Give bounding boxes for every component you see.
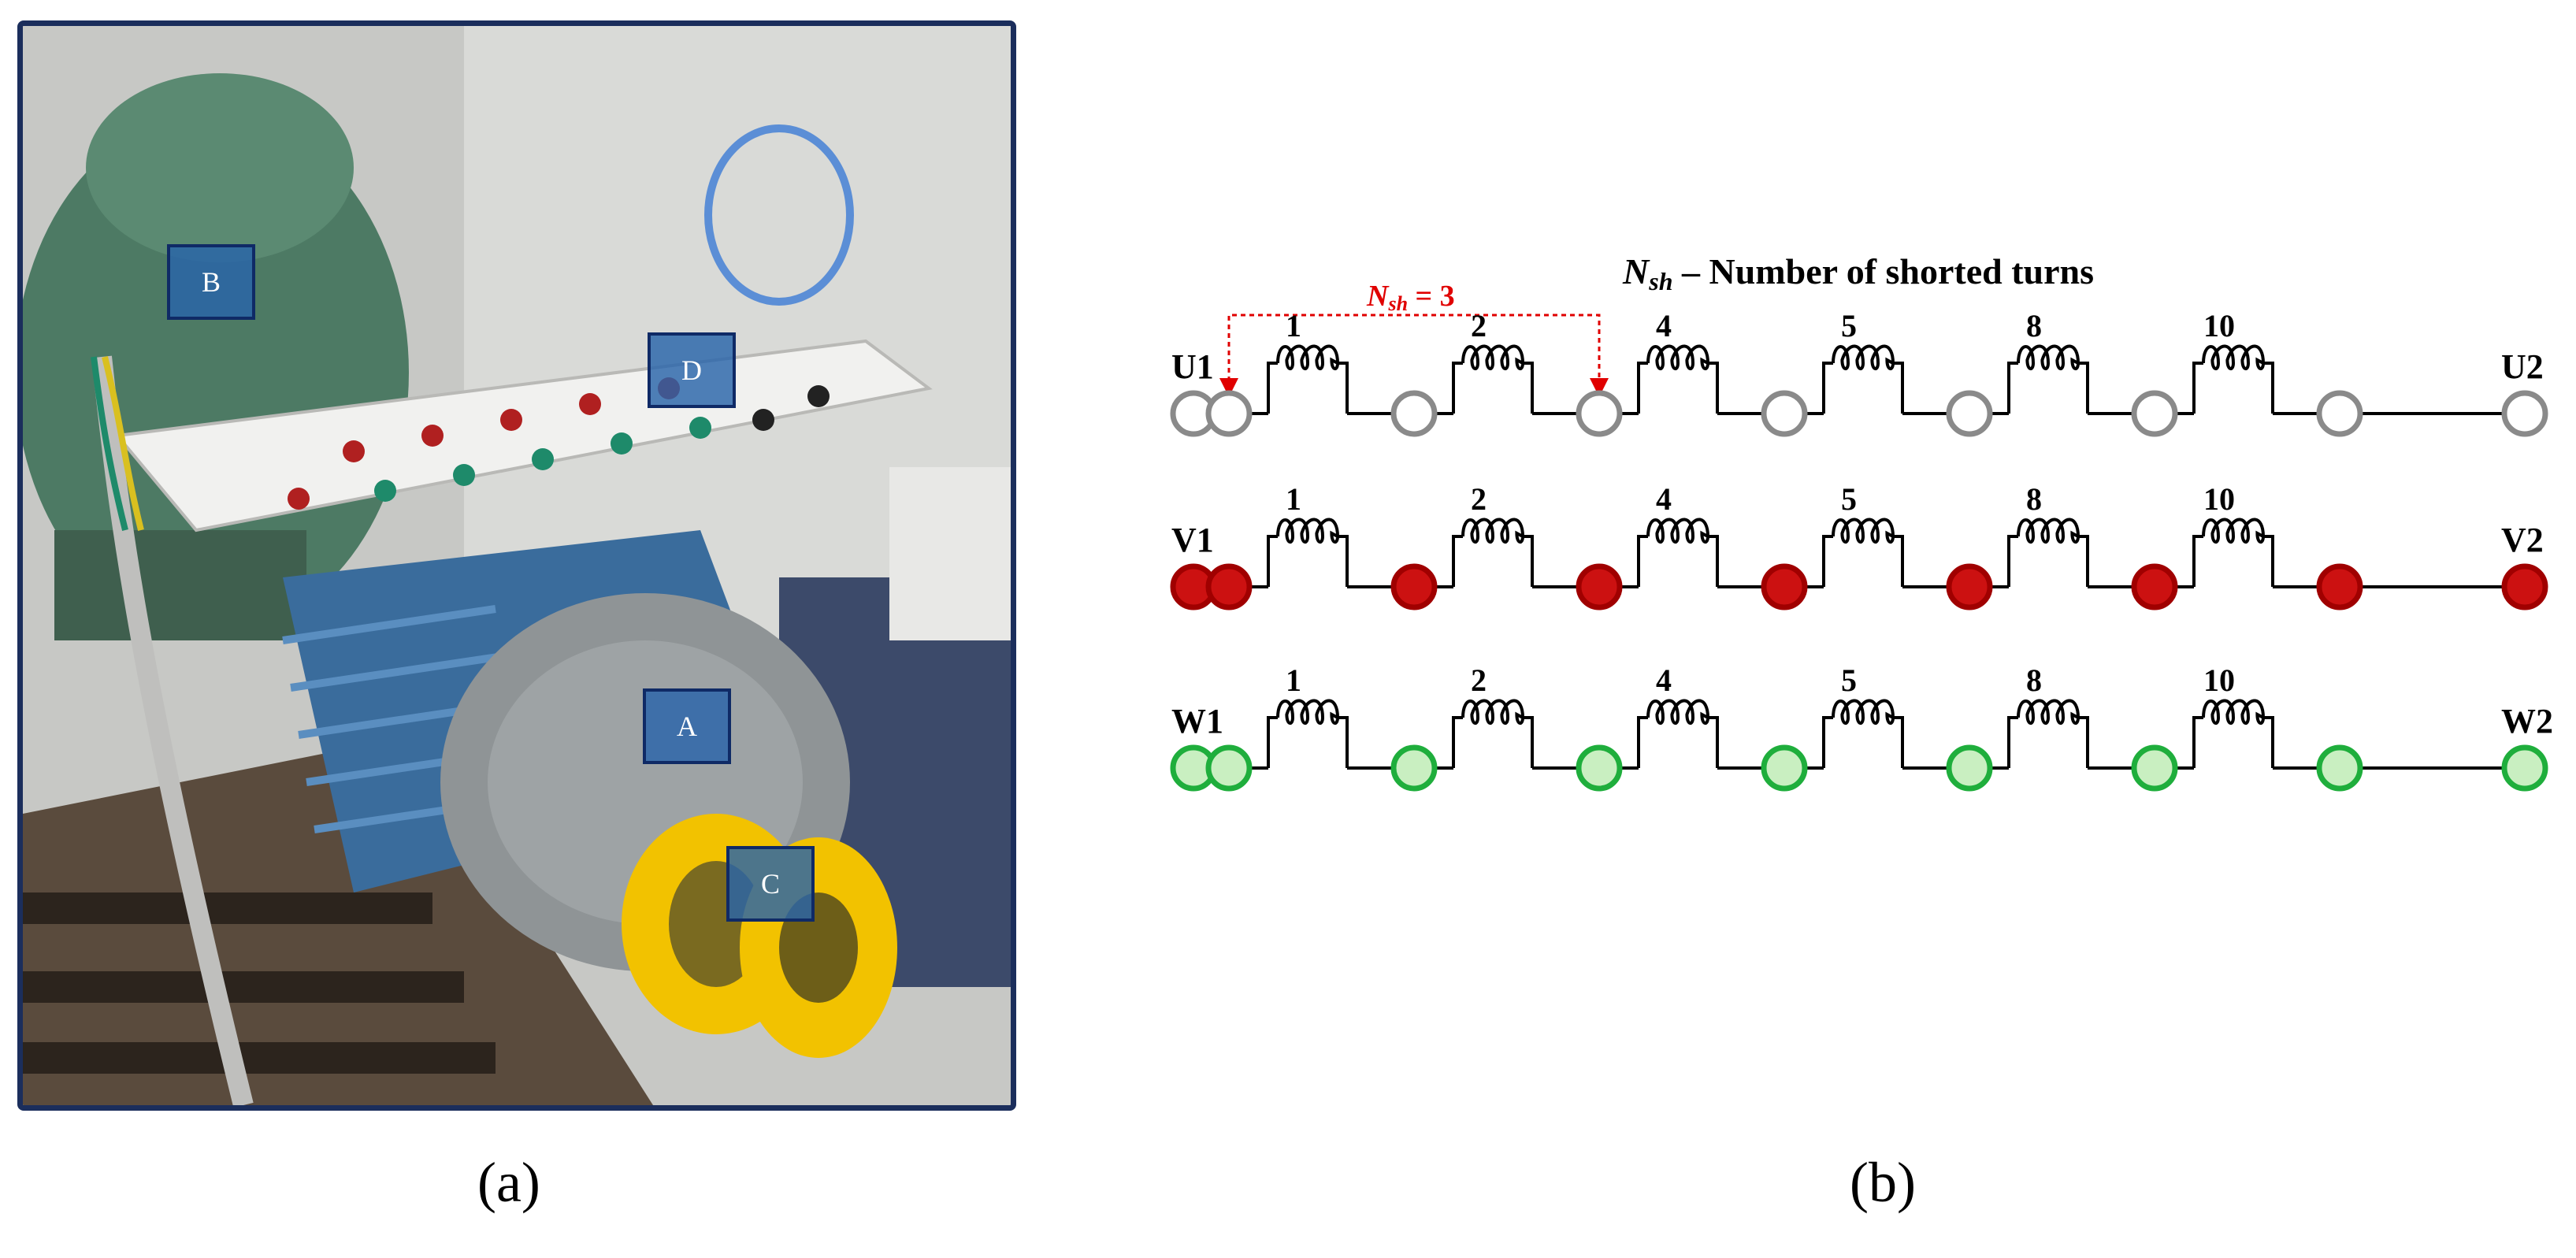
terminal-start-label: W1: [1171, 702, 1223, 740]
photo-marker-d: D: [648, 332, 736, 408]
title-symbol: N: [1622, 251, 1650, 291]
inductor-coil: [1646, 344, 1710, 370]
coil-label: 4: [1656, 308, 1672, 343]
terminal-node: [1761, 744, 1808, 792]
terminal-node: [1946, 390, 1993, 437]
inductor-coil: [1832, 344, 1895, 370]
coil-label: 5: [1841, 308, 1857, 343]
coil-label: 1: [1286, 308, 1301, 343]
terminal-node: [1576, 744, 1623, 792]
terminal-node: [2316, 390, 2363, 437]
terminal-node: [1205, 563, 1253, 610]
inductor-coil: [1646, 699, 1710, 725]
diagram-title: Nsh – Number of shorted turns: [1622, 251, 2094, 295]
terminal-start-label: V1: [1171, 521, 1214, 559]
winding-diagram: Nsh – Number of shorted turns Nsh = 3 1 2…: [1170, 251, 2553, 792]
shorted-bracket: [1227, 314, 1601, 381]
terminal-node: [1761, 390, 1808, 437]
terminal-node: [2316, 563, 2363, 610]
inductor-coil: [2202, 344, 2266, 370]
coil-label: 5: [1841, 662, 1857, 698]
inductor-coil: [1832, 518, 1895, 544]
coil-label: 8: [2026, 481, 2042, 517]
terminal-end-label: V2: [2501, 521, 2544, 559]
svg-text:Nsh – Number of shorted turns: Nsh – Number of shorted turns: [1622, 251, 2094, 295]
motor-photo-illustration: [23, 26, 1011, 1105]
coil-label: 10: [2203, 662, 2235, 698]
coil-label: 8: [2026, 662, 2042, 698]
inductor-coil: [1276, 344, 1340, 370]
title-subscript: sh: [1648, 267, 1672, 295]
photo-marker-c: C: [726, 846, 815, 922]
terminal-end-label: U2: [2501, 347, 2544, 386]
coil-label: 2: [1471, 481, 1487, 517]
coil-label: 1: [1286, 662, 1301, 698]
coil-label: 8: [2026, 308, 2042, 343]
inductor-coil: [1646, 518, 1710, 544]
coil-label: 10: [2203, 481, 2235, 517]
terminal-node: [2501, 744, 2548, 792]
motor-photo: B D A C: [17, 20, 1016, 1111]
shorted-turns-label: Nsh = 3: [1366, 280, 1455, 315]
inductor-coil: [1832, 699, 1895, 725]
terminal-node: [1205, 390, 1253, 437]
inductor-coil: [1276, 699, 1340, 725]
terminal-node: [2501, 563, 2548, 610]
terminal-node: [2131, 390, 2178, 437]
terminal-node: [1205, 744, 1253, 792]
coil-label: 10: [2203, 308, 2235, 343]
inductor-coil: [1461, 699, 1525, 725]
terminal-node: [1576, 390, 1623, 437]
coil-label: 1: [1286, 481, 1301, 517]
inductor-coil: [2017, 699, 2080, 725]
inductor-coil: [2202, 699, 2266, 725]
terminal-node: [1390, 390, 1438, 437]
inductor-coil: [1461, 344, 1525, 370]
title-text: – Number of shorted turns: [1672, 251, 2094, 291]
terminal-node: [2316, 744, 2363, 792]
terminal-node: [1946, 563, 1993, 610]
terminal-node: [1390, 744, 1438, 792]
terminal-start-label: U1: [1171, 347, 1214, 386]
arrow-left: [1219, 378, 1238, 397]
terminal-node: [2131, 563, 2178, 610]
terminal-node: [1946, 744, 1993, 792]
coil-label: 2: [1471, 308, 1487, 343]
inductor-coil: [1461, 518, 1525, 544]
coil-label: 4: [1656, 481, 1672, 517]
arrow-right: [1590, 378, 1609, 397]
terminal-node: [1576, 563, 1623, 610]
inductor-coil: [2017, 344, 2080, 370]
terminal-node: [2501, 390, 2548, 437]
shorted-turns-annotation: Nsh = 3: [1219, 280, 1609, 397]
terminal-node: [2131, 744, 2178, 792]
terminal-end-label: W2: [2501, 702, 2553, 740]
inductor-coil: [1276, 518, 1340, 544]
caption-b: (b): [1850, 1151, 1916, 1214]
photo-marker-a: A: [643, 688, 731, 764]
photo-marker-b: B: [167, 244, 255, 320]
coil-label: 2: [1471, 662, 1487, 698]
coil-label: 5: [1841, 481, 1857, 517]
terminal-node: [1390, 563, 1438, 610]
caption-a: (a): [477, 1151, 540, 1214]
coil-label: 4: [1656, 662, 1672, 698]
inductor-coil: [2202, 518, 2266, 544]
terminal-node: [1761, 563, 1808, 610]
inductor-coil: [2017, 518, 2080, 544]
